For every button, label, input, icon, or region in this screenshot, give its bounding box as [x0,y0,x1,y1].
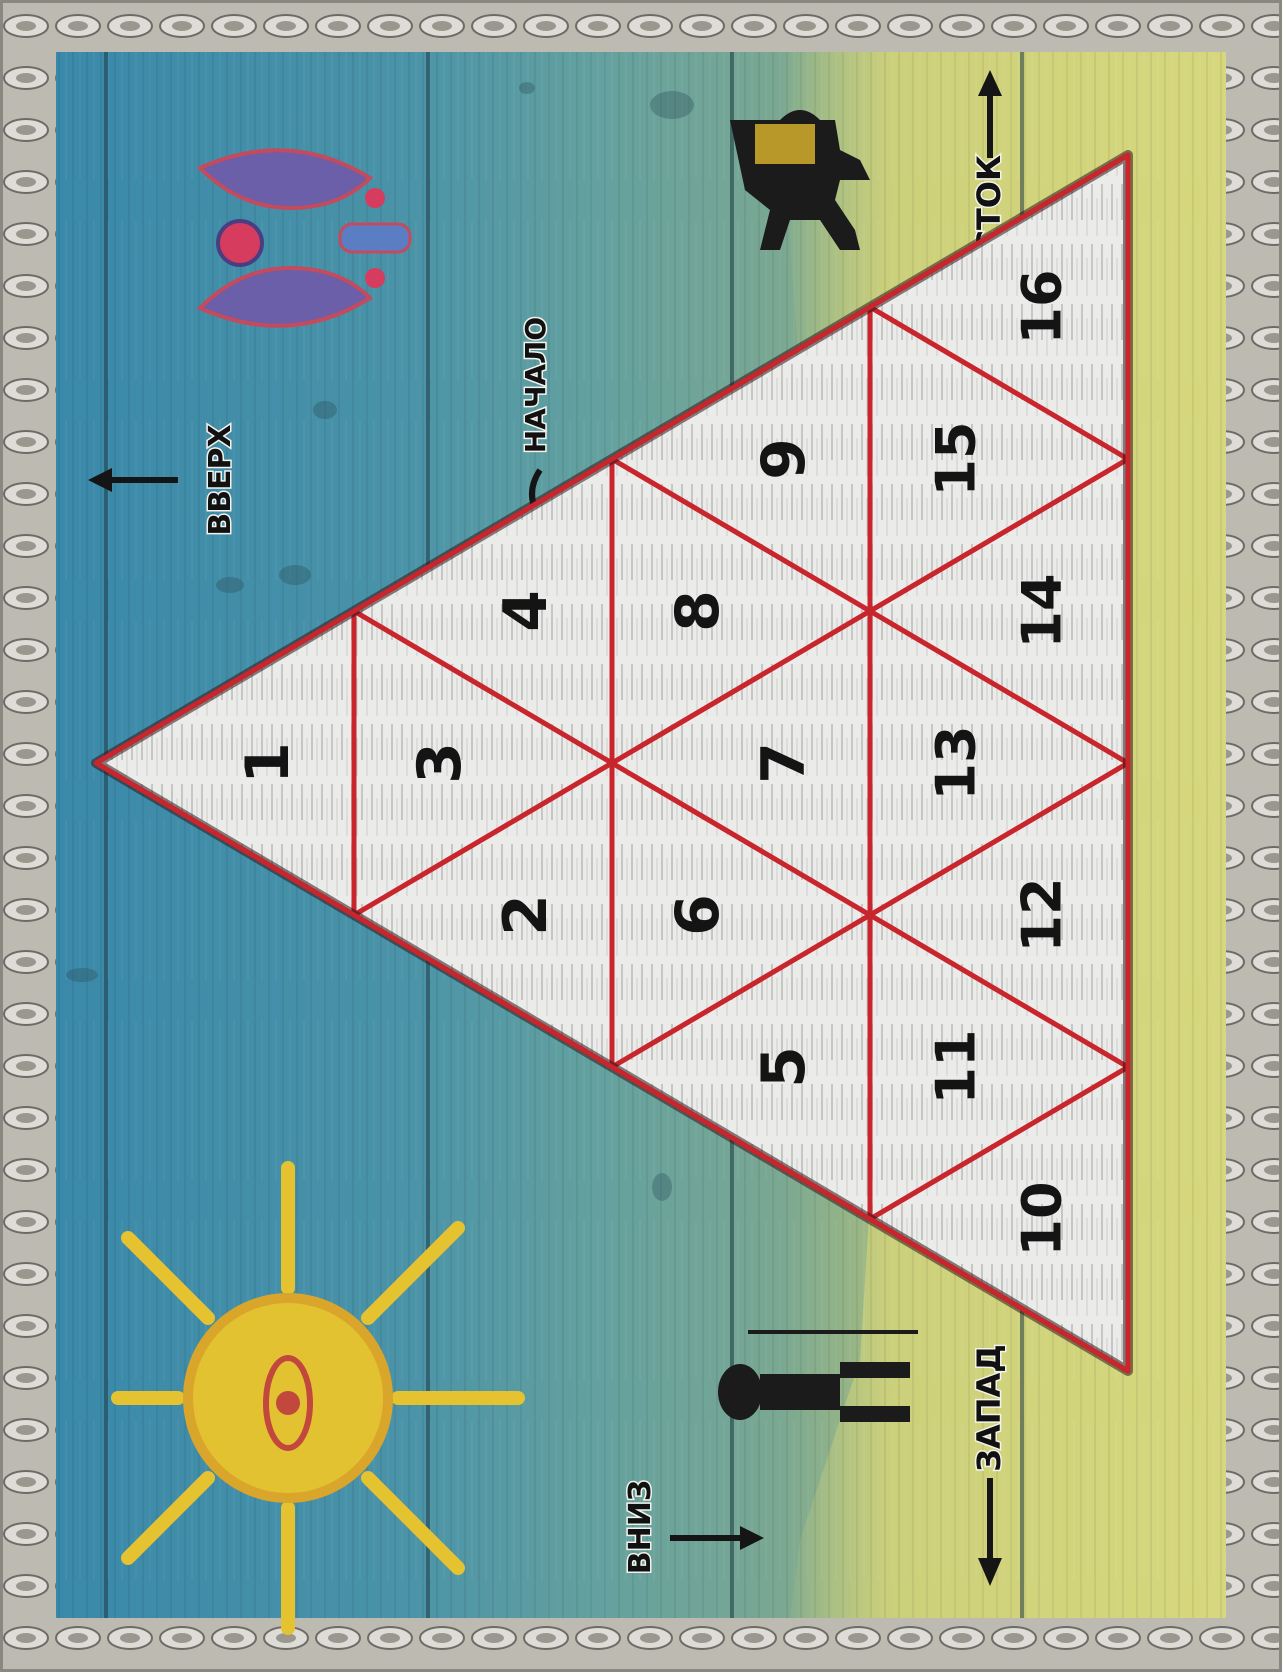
label-start: НАЧАЛО [519,317,552,453]
cell-number-16: 16 [1011,269,1074,344]
cell-number-10: 10 [1011,1181,1074,1256]
label-west: ЗАПАД [970,1344,1008,1472]
cell-number-5: 5 [749,1046,819,1088]
cell-number-14: 14 [1011,573,1074,648]
cell-number-3: 3 [405,742,475,784]
cell-number-8: 8 [663,590,733,632]
cell-number-6: 6 [663,894,733,936]
cell-number-1: 1 [233,742,303,784]
label-down: ВНИЗ [623,1480,658,1574]
cell-number-13: 13 [925,725,988,800]
cell-number-12: 12 [1011,877,1074,952]
cell-number-4: 4 [491,590,561,632]
cell-number-11: 11 [925,1029,988,1104]
cell-number-2: 2 [491,894,561,936]
cell-number-9: 9 [749,438,819,480]
cell-number-7: 7 [749,742,819,784]
cell-number-15: 15 [925,421,988,496]
label-up: ВВЕРХ [203,424,238,535]
